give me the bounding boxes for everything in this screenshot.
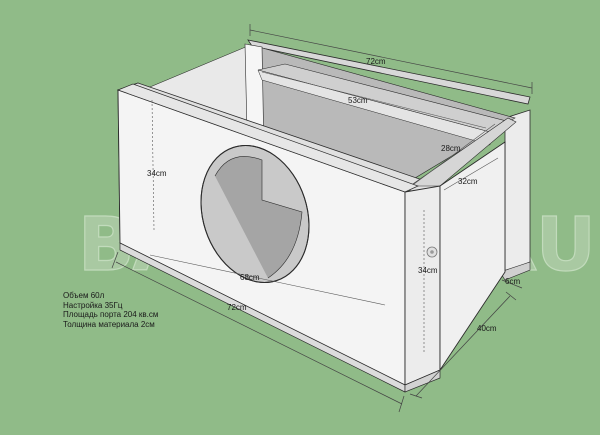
port-side-board [504,109,531,273]
port-bottom-edge [499,261,531,281]
label-bottom-length: 72cm [227,303,247,312]
top-length-line [249,29,533,89]
right-height-guide [443,157,499,191]
partition-guide [149,254,386,306]
label-depth: 40cm [477,324,497,333]
label-port-width: 6cm [505,277,520,286]
bottom-length-line [115,261,403,405]
cutout-rim [200,144,310,284]
note-tuning: Настройка 35Гц [63,300,123,310]
label-port-length: 53cm [348,96,368,105]
back-top-board [247,39,531,105]
note-port-area: Площадь порта 204 кв.см [63,310,159,319]
cutout-interior-shadow [214,156,303,279]
specs-notes: Объем 60л Настройка 35Гц Площадь порта 2… [63,291,158,329]
label-right-height: 32cm [458,177,478,186]
right-side-board [404,185,441,386]
label-top-length: 72cm [366,57,386,66]
port-length-guide [261,71,487,129]
label-partition-length: 68cm [240,273,260,282]
inner-height-guide [151,99,155,231]
terminal-center-icon [430,250,434,254]
note-volume: Объем 60л [63,291,105,300]
port-depth-guide [413,123,496,185]
label-inner-height: 34cm [147,169,167,178]
depth-line [415,295,511,397]
label-side-height: 34cm [418,266,438,275]
right-top-edge [409,117,517,187]
bottom-corner-edge [404,369,441,393]
port-partition-face [257,69,491,146]
label-port-depth: 28cm [441,144,461,153]
right-outer-face [439,141,506,372]
baffle-top-strip [117,83,419,193]
port-width-line [501,279,523,289]
note-material-thickness: Толщина материала 2см [63,319,155,329]
